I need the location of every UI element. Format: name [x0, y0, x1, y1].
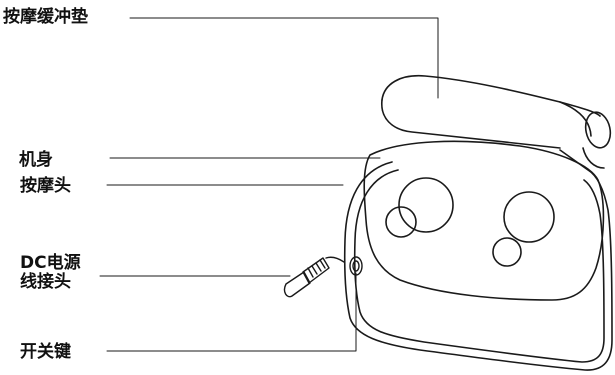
inner-seam [353, 169, 605, 363]
dc-plug-tip [283, 271, 311, 298]
dc-plug-body [302, 257, 330, 284]
label-power-switch: 开关键 [20, 342, 71, 362]
cushion-roll [381, 75, 612, 169]
label-dc-line-1: DC电源 [20, 253, 81, 273]
label-body: 机身 [19, 150, 53, 170]
label-massage-head: 按摩头 [20, 176, 71, 196]
cushion-roll-end [584, 111, 612, 149]
label-dc-line-2: 线接头 [20, 272, 71, 292]
massage-heads [385, 177, 555, 267]
leader-lines [99, 17, 439, 352]
dc-cable [325, 256, 345, 263]
power-switch-button [349, 256, 363, 276]
dc-power-connector [283, 256, 345, 298]
front-pad [363, 140, 605, 301]
label-dc-connector: DC电源 线接头 [20, 254, 81, 292]
massage-head-left-small [385, 206, 417, 238]
massage-head-right-large [503, 191, 555, 243]
leader-line-cushion [129, 17, 439, 99]
massage-head-left-large [398, 177, 454, 233]
leader-line-switch [106, 272, 357, 352]
massager-shell [343, 140, 613, 371]
dc-plug-ridges [307, 259, 326, 278]
outer-shell-outline [343, 149, 613, 371]
label-massage-cushion: 按摩缓冲垫 [3, 7, 88, 27]
massage-head-right-small [492, 237, 522, 267]
